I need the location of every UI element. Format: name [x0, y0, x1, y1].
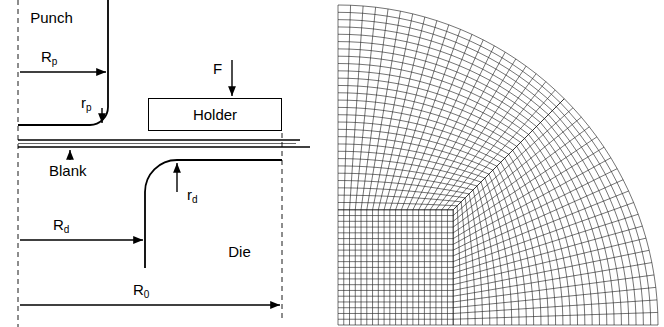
blank-mid: [18, 143, 296, 144]
mesh-line: [338, 27, 552, 111]
mesh-line: [338, 151, 485, 178]
mesh-line: [525, 138, 585, 325]
die-part: Die: [222, 240, 257, 264]
mesh-line: [338, 166, 477, 186]
mesh-line: [529, 134, 593, 325]
mesh-line: [521, 142, 578, 325]
dimension-arrow: [20, 239, 143, 240]
dimension-arrow: [20, 304, 280, 305]
mesh-line: [441, 210, 442, 325]
mesh-line: [338, 56, 537, 126]
dimension-arrow: [20, 71, 106, 72]
mesh-line: [338, 221, 453, 222]
mesh-line: [338, 137, 493, 170]
mesh-line: [548, 115, 628, 325]
dimension-label: Rd: [52, 216, 70, 236]
mesh-line: [338, 71, 529, 135]
mesh-lines: [338, 5, 658, 325]
mesh-line: [338, 129, 497, 166]
mesh-line: [501, 162, 541, 325]
mesh-line: [338, 20, 556, 107]
part-name: Punch: [30, 9, 73, 26]
mesh-line: [338, 188, 465, 198]
punch-part: Punch: [24, 6, 79, 30]
mesh-line: [537, 126, 607, 325]
mesh-line: [493, 170, 526, 325]
mesh-line: [457, 206, 460, 325]
mesh-line: [485, 178, 512, 325]
mesh-line: [338, 49, 540, 123]
blank-top: [18, 139, 300, 140]
part-name: Holder: [193, 106, 237, 123]
mesh-line: [338, 209, 453, 210]
part-label: Blank: [48, 162, 88, 179]
dimension-arrow: [101, 108, 102, 123]
mesh-line: [447, 210, 448, 325]
mesh-line: [481, 182, 504, 325]
mesh-line: [338, 5, 564, 99]
mesh-line: [338, 202, 457, 205]
holder-box: Holder: [148, 98, 282, 131]
mesh-line: [540, 123, 614, 325]
mesh-line: [338, 227, 453, 228]
leader-arrow: [69, 150, 70, 160]
mesh-line: [477, 186, 497, 325]
mesh-line: [497, 166, 534, 325]
force-arrow: [231, 60, 232, 96]
mesh-line: [338, 93, 517, 147]
mesh-line: [556, 107, 643, 325]
die-outline: [145, 160, 282, 268]
mesh-line: [517, 146, 571, 325]
part-name: Die: [228, 243, 251, 260]
punch-outline: [18, 0, 108, 125]
mesh-line: [469, 194, 482, 325]
mesh-line: [338, 215, 453, 216]
mesh-line: [338, 122, 501, 162]
mesh-line: [509, 154, 556, 325]
dimension-label: R0: [132, 281, 150, 301]
mesh-line: [473, 190, 490, 325]
dimension-arrow: [176, 163, 177, 192]
dimension-label: rd: [186, 186, 199, 206]
force-label: F: [212, 60, 223, 77]
mesh-line: [338, 34, 548, 114]
mesh-line: [552, 111, 636, 325]
mesh-line: [338, 181, 469, 194]
mesh-line: [461, 202, 468, 325]
mesh-line: [338, 78, 525, 138]
blank-bottom: [18, 146, 310, 147]
mesh-line: [465, 198, 475, 325]
mesh-line: [338, 159, 481, 182]
mesh-line: [564, 99, 658, 325]
mesh-line: [338, 85, 521, 142]
mesh-line: [505, 158, 549, 325]
mesh-line: [338, 107, 509, 154]
mesh-line: [338, 195, 461, 202]
mesh-line: [560, 103, 650, 325]
dimension-label: rp: [80, 94, 93, 114]
axis-line: [18, 0, 19, 327]
dimension-label: Rp: [40, 48, 58, 68]
mesh-line: [338, 173, 473, 190]
mesh-line: [453, 210, 454, 325]
mesh-line: [338, 12, 560, 102]
mesh-line: [338, 115, 505, 159]
